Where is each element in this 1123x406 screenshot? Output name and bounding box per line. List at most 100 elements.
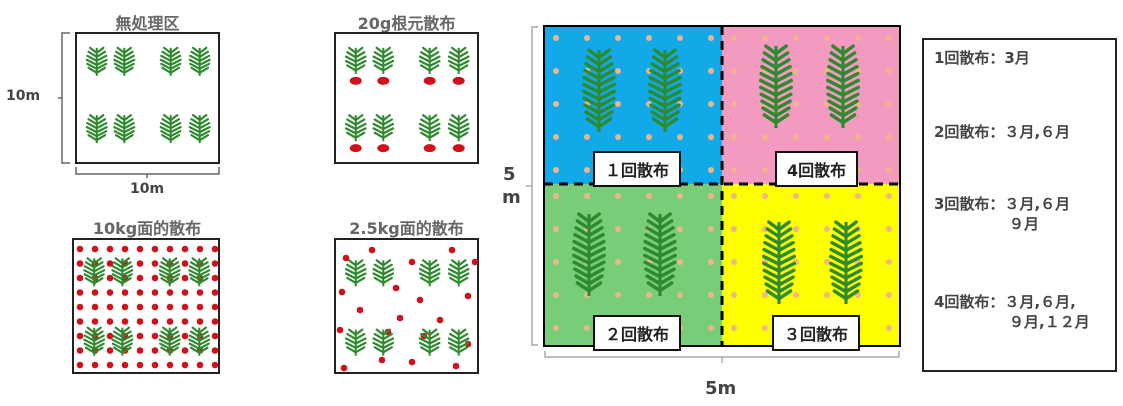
plot-title-sparse: 2.5kg面的散布: [349, 219, 464, 238]
fertilizer-dot: [181, 332, 189, 340]
fertilizer-dot: [121, 245, 129, 253]
soil-dot: [886, 134, 892, 140]
fertilizer-dot: [211, 303, 219, 311]
fertilizer-dot: [121, 318, 129, 325]
fertilizer-dot: [76, 289, 84, 296]
soil-dot: [615, 68, 621, 74]
quadrant-label-2: ２回散布: [593, 315, 682, 351]
plant-icon: [188, 114, 211, 144]
soil-dot: [886, 226, 892, 232]
fertilizer-dot: [136, 303, 144, 311]
fertilizer-dot: [76, 332, 84, 340]
fertilizer-dot: [338, 288, 346, 296]
soil-dot: [615, 292, 621, 298]
plant-icon: [344, 259, 367, 287]
plant-icon: [826, 44, 860, 128]
soil-dot: [677, 226, 683, 232]
dim-vertical-label: 10m: [6, 88, 41, 104]
fertilizer-dot: [151, 303, 159, 311]
soil-dot: [762, 193, 768, 199]
quadrant-label-4: 4回散布: [775, 151, 859, 187]
fertilizer-dot: [166, 245, 174, 253]
plant-icon: [372, 114, 395, 142]
fertilizer-dot: [151, 318, 159, 325]
plant-icon: [418, 114, 441, 142]
plant-icon: [762, 220, 796, 304]
soil-dot: [886, 325, 892, 331]
soil-dot: [553, 167, 559, 173]
fertilizer-dot: [211, 260, 219, 267]
soil-dot: [731, 226, 737, 232]
soil-dot: [646, 35, 652, 41]
fertilizer-dot: [91, 361, 99, 369]
soil-dot: [731, 193, 737, 199]
fertilizer-dot: [196, 303, 204, 311]
fertilizer-dot: [349, 144, 362, 153]
soil-dot: [615, 35, 621, 41]
plant-icon: [447, 328, 470, 356]
left-plants-layer: [76, 46, 479, 372]
fertilizer-dot: [121, 361, 129, 369]
fertilizer-dot: [106, 347, 114, 354]
fertilizer-dot: [211, 318, 219, 325]
soil-dot: [731, 101, 737, 107]
fertilizer-dot: [166, 361, 174, 369]
soil-dot: [793, 226, 799, 232]
soil-dot: [793, 35, 799, 41]
fertilizer-dot: [121, 289, 129, 296]
plant-icon: [648, 48, 682, 132]
fertilizer-dot: [396, 314, 404, 322]
soil-dot: [708, 325, 714, 331]
soil-dot: [886, 101, 892, 107]
fertilizer-dot: [436, 316, 444, 324]
soil-dot: [677, 35, 683, 41]
fertilizer-dot: [166, 318, 174, 325]
fertilizer-dot: [416, 296, 424, 304]
fertilizer-dot: [181, 289, 189, 296]
fertilizer-dot: [136, 289, 144, 296]
fertilizer-dot: [181, 245, 189, 253]
fertilizer-dot: [136, 260, 144, 267]
soil-dot: [731, 167, 737, 173]
fertilizer-dot: [181, 318, 189, 325]
soil-dot: [731, 292, 737, 298]
plant-icon: [113, 114, 136, 144]
soil-dot: [615, 101, 621, 107]
soil-dot: [553, 226, 559, 232]
center-plot-border: [543, 25, 901, 347]
fertilizer-dot: [91, 303, 99, 311]
fertilizer-dot: [378, 356, 386, 364]
plot-root: [334, 32, 479, 164]
fertilizer-dot: [136, 332, 144, 340]
fertilizer-dot: [211, 289, 219, 296]
legend-item-4: 4回散布：３月,６月, ９月,１２月: [934, 293, 1090, 331]
soil-dot: [886, 292, 892, 298]
fertilizer-dot: [76, 318, 84, 325]
plant-icon: [372, 46, 395, 74]
soil-dot: [553, 134, 559, 140]
soil-dot: [731, 259, 737, 265]
plant-icon: [158, 326, 181, 356]
fertilizer-dot: [181, 303, 189, 311]
fertilizer-dot: [377, 76, 390, 85]
soil-dot: [886, 35, 892, 41]
soil-dot: [731, 325, 737, 331]
plot-title-root: 20g根元散布: [357, 14, 456, 33]
plant-icon: [418, 259, 441, 287]
fertilizer-dot: [106, 303, 114, 311]
fertilizer-dot: [211, 347, 219, 354]
soil-dot: [646, 292, 652, 298]
soil-dot: [762, 134, 768, 140]
soil-dot: [708, 193, 714, 199]
soil-dot: [584, 325, 590, 331]
plant-icon: [447, 259, 470, 287]
fertilizer-dot: [136, 274, 144, 282]
fertilizer-dot: [392, 284, 400, 292]
soil-dot: [824, 193, 830, 199]
schedule-legend: 1回散布：3月 2回散布：３月,６月 3回散布：３月,６月 ９月 4回散布：３月…: [922, 38, 1117, 372]
fertilizer-dot: [408, 358, 416, 366]
plant-icon: [111, 326, 134, 356]
soil-dot: [553, 259, 559, 265]
plant-icon: [159, 46, 182, 76]
